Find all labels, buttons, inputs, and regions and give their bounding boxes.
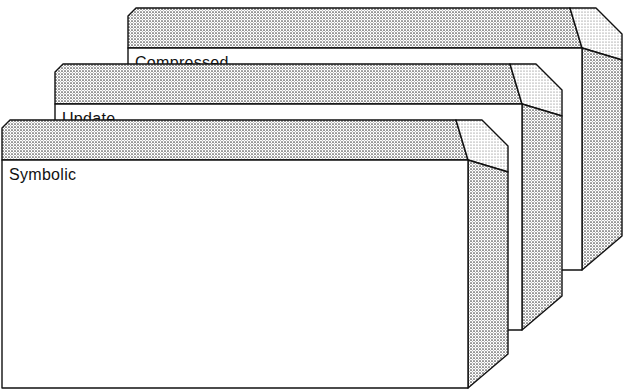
stacked-box: Symbolic <box>2 160 468 388</box>
top-face <box>2 120 468 160</box>
front-face <box>2 160 468 388</box>
side-face <box>582 48 622 270</box>
box-label: Symbolic <box>9 166 76 184</box>
top-face <box>128 8 582 48</box>
side-face <box>522 104 562 330</box>
side-face <box>468 160 508 388</box>
box-outline <box>2 120 512 390</box>
top-face <box>55 64 522 104</box>
